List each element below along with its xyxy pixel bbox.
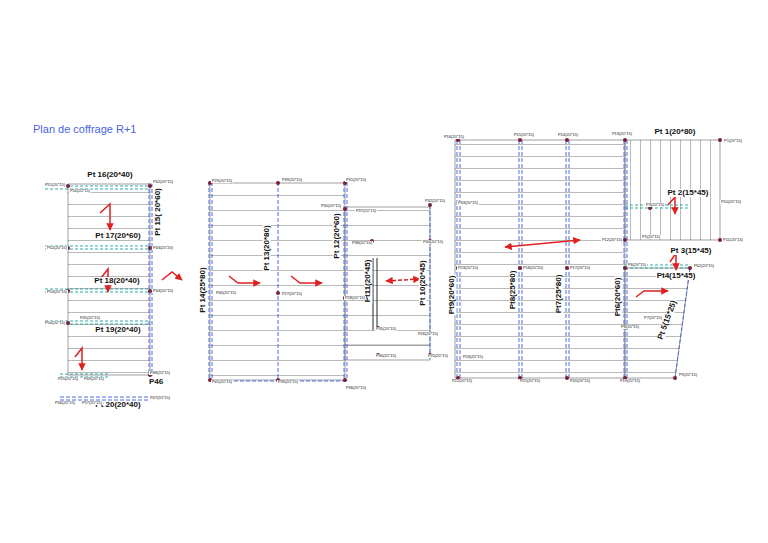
beam-label: Pt 19(20*40) (94, 326, 141, 334)
beam-label: Pt 13(20*80) (263, 224, 271, 271)
column-label: P52(20*15) (46, 246, 68, 250)
column-label: P36(20*15) (345, 386, 367, 390)
column-label: P47(20*15) (149, 396, 171, 400)
column-label: P28(20*15) (344, 296, 366, 300)
column-label: P13(20*15) (611, 132, 633, 136)
plan-title: Plan de coffrage R+1 (33, 124, 136, 135)
load-arrow (75, 197, 676, 370)
column-label: P10(20*15) (720, 200, 742, 204)
beam-label: Pt4(15*45) (656, 272, 697, 280)
column-label: P22(20*15) (451, 379, 473, 383)
beam-label: P46 (148, 378, 164, 386)
beam (373, 258, 377, 330)
column-label: P24(20*15) (462, 355, 484, 359)
column-label: P43(20*20) (152, 246, 174, 250)
column-label: P44(20*15) (152, 289, 174, 293)
column-label: P12(20*15) (601, 238, 623, 242)
column-label: P38(20*15) (351, 241, 373, 245)
column-label: P45(20*15) (79, 316, 101, 320)
beam-label: Pt7(25*80) (555, 274, 563, 315)
column-label: P11(20*15) (722, 238, 744, 242)
column-label: P17(20*15) (569, 266, 591, 270)
column-label: P21(20*15) (519, 379, 541, 383)
column-label: P48(20*15) (149, 371, 171, 375)
column (66, 138, 722, 382)
column-label: P15(20*15) (513, 133, 535, 137)
column-label: P31(20*15) (345, 178, 367, 182)
beam-label: Pt8(25*80) (509, 270, 517, 311)
beam-label: Pt 18(20*40) (93, 277, 140, 285)
column-label: P18(20*20) (522, 266, 544, 270)
column-label: P36(20*15) (375, 354, 397, 358)
column-label: P27(20*15) (281, 292, 303, 296)
beam (60, 140, 690, 400)
beam-label: Pt 10(20*45) (419, 259, 427, 306)
beam-label: Pt 16(20*40) (86, 171, 133, 179)
column-label: P5(20*15) (641, 235, 661, 239)
column-label: P42(20*15) (152, 180, 174, 184)
column-label: P14(20*15) (557, 133, 579, 137)
column-label: P32(20*15) (424, 199, 446, 203)
column-label: P20(20*15) (569, 379, 591, 383)
column-label: P53(20*15) (46, 290, 68, 294)
column-label: P16(20*15) (443, 135, 465, 139)
column-label: P41(20*15) (211, 380, 233, 384)
column-label: P62(20*15) (693, 264, 715, 268)
beam-label: Pt 1(20*80) (654, 128, 697, 136)
column-label: P25(20*15) (427, 354, 449, 358)
beam-label: Pt 2(15*45) (667, 189, 710, 197)
column-label: P49(20*15) (83, 377, 105, 381)
column-label: P30(20*15) (320, 204, 342, 208)
beam-label: Pt 17(20*60) (94, 232, 141, 240)
column-label: P23(20*15) (457, 266, 479, 270)
beam-label: Pt 14(25*80) (199, 266, 207, 313)
column-label: P1(20*15) (723, 139, 743, 143)
beam-label: Pt 5(15*25) (656, 298, 678, 341)
beam (45, 186, 690, 377)
column-label: P39(20*15) (281, 178, 303, 182)
beam-label: Pt 3(15*45) (670, 247, 713, 255)
column-label: P6(20*15) (627, 263, 647, 267)
column-label: P19(20*15) (619, 379, 641, 383)
column-label: P56(20*15) (54, 401, 76, 405)
beam-label: Pt9(20*60) (448, 275, 456, 316)
column-label: P37(20*15) (355, 209, 377, 213)
column-label: P8(20*15) (620, 325, 640, 329)
column-label: P29(20*15) (211, 179, 233, 183)
beam-label: Pt6(20*60) (614, 277, 622, 318)
column-label: P50(20*15) (69, 189, 91, 193)
slab (68, 140, 720, 380)
column-label: P26(20*15) (417, 332, 439, 336)
beam-label: Pt 15( 20*60) (154, 187, 162, 237)
column-label: P7(20*15) (643, 316, 663, 320)
column-label: P33(20*15) (457, 201, 479, 205)
column-label: P39(20*15) (277, 380, 299, 384)
column-label: P40(20*15) (215, 291, 237, 295)
column-label: P3(20*15) (645, 203, 665, 207)
column-label: P35(20*15) (375, 327, 397, 331)
column-label: P34(20*15) (422, 240, 444, 244)
column-label: P57(20*15) (81, 401, 103, 405)
beam-label: Pt 12(20*60) (333, 212, 341, 259)
column-label: P9(20*15) (678, 373, 698, 377)
column-label: P54(20*15) (44, 321, 66, 325)
column-label: P55(20*15) (57, 377, 79, 381)
column-label: P51(20*15) (44, 183, 66, 187)
